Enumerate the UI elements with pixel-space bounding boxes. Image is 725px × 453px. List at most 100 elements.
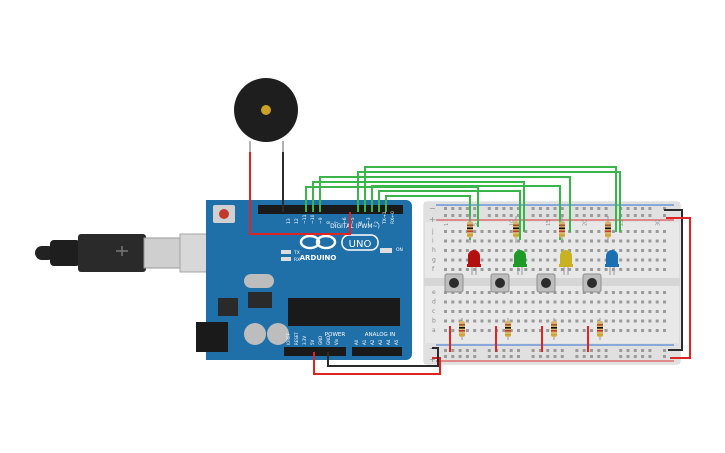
piezo-buzzer[interactable] — [234, 78, 298, 152]
analog-pin-label: A1 — [362, 339, 367, 345]
pushbutton[interactable] — [536, 273, 556, 293]
analog-pin-label: A2 — [370, 339, 375, 345]
wire-gnd-black[interactable] — [327, 347, 439, 367]
power-pin-label: GND — [318, 336, 323, 345]
resistor-led[interactable] — [559, 216, 565, 243]
power-pin-label: 5V — [310, 339, 315, 345]
wire-buzzer-red[interactable] — [249, 152, 351, 235]
wire-green-6[interactable] — [371, 185, 561, 240]
digital-header-label: DIGITAL (PWM~) — [330, 223, 380, 230]
pushbutton[interactable] — [444, 273, 464, 293]
digital-pin-label: ~9 — [318, 217, 324, 224]
power-pin-label: RESET — [294, 332, 299, 345]
wire-green-7[interactable] — [378, 190, 521, 240]
digital-pin-label: 4 — [358, 221, 364, 224]
top-rail-plus: + — [429, 215, 436, 224]
row-letter: c — [432, 308, 435, 315]
tx-led-label: TX — [293, 250, 300, 256]
atmega-chip — [288, 298, 400, 326]
digital-pin-label: 12 — [294, 218, 300, 224]
power-pin-label: Vin — [334, 338, 339, 345]
digital-pin-label: TX→1 — [382, 211, 388, 225]
arduino-logo — [299, 234, 379, 251]
wire-green-3[interactable] — [319, 176, 571, 232]
row-letter: f — [432, 266, 435, 273]
row-letter: d — [432, 299, 436, 306]
wire-green-4[interactable] — [357, 171, 621, 232]
digital-pin-label: 13 — [286, 218, 292, 224]
pushbutton[interactable] — [490, 273, 510, 293]
column-number: 15 — [546, 220, 552, 226]
analog-header-label: ANALOG IN — [365, 332, 396, 338]
column-number: 20 — [583, 220, 589, 226]
row-letter: b — [432, 318, 436, 325]
analog-pin-label: A4 — [386, 339, 391, 345]
resistor-button[interactable] — [505, 318, 511, 340]
power-header-label: POWER — [325, 332, 346, 338]
resistor-button[interactable] — [597, 318, 603, 340]
analog-pin-label: A5 — [394, 339, 399, 345]
board-model-label: UNO — [349, 239, 372, 250]
power-pin-label: GND — [326, 336, 331, 345]
column-number: 30 — [656, 220, 662, 226]
digital-pin-label: RX←0 — [390, 211, 396, 224]
digital-pin-label: ~10 — [310, 214, 316, 224]
wire-rail-vcc[interactable] — [666, 217, 691, 359]
analog-pin-label: A0 — [354, 339, 359, 345]
reset-button-cap[interactable] — [219, 209, 229, 219]
analog-header — [352, 347, 402, 356]
bottom-rail-plus: + — [429, 355, 436, 364]
column-number: 10 — [510, 220, 516, 226]
resistor-led[interactable] — [605, 216, 611, 243]
analog-pin-label: A3 — [378, 339, 383, 345]
top-rail-minus: − — [429, 204, 436, 213]
resistor-led[interactable] — [513, 216, 519, 243]
pushbuttons — [444, 273, 602, 293]
resistor-button[interactable] — [551, 318, 557, 340]
column-number: 25 — [619, 220, 625, 226]
column-number: 1 — [444, 223, 450, 226]
rx-led-label: RX — [294, 257, 300, 263]
column-number: 5 — [473, 223, 479, 226]
wire-green-5[interactable] — [364, 166, 617, 232]
power-pin-label: 3.3V — [302, 336, 307, 345]
wire-green-2[interactable] — [312, 181, 525, 232]
led-red[interactable] — [467, 250, 481, 275]
power-pin-label: IOREF — [286, 332, 291, 345]
led-green[interactable] — [513, 250, 527, 275]
digital-pin-label: ~11 — [302, 214, 308, 224]
digital-pin-label: ~5 — [350, 217, 356, 224]
leds — [467, 250, 619, 275]
digital-header — [258, 205, 403, 214]
digital-pin-label: ~6 — [342, 217, 348, 224]
row-letter: h — [432, 247, 436, 254]
arduino-uno-board[interactable]: UNO ARDUINO DIGITAL (PWM~) POWER ANALOG … — [196, 200, 412, 360]
resistor-button[interactable] — [459, 318, 465, 340]
led-blue[interactable] — [605, 250, 619, 275]
digital-pin-label: 8 — [326, 221, 332, 224]
wire-rail-gnd[interactable] — [664, 209, 683, 351]
digital-pin-label: 7 — [334, 221, 340, 224]
row-letter: g — [432, 257, 436, 264]
resistor-led[interactable] — [467, 216, 473, 243]
row-letter: j — [431, 228, 434, 235]
digital-pin-label: 2 — [374, 221, 380, 224]
row-letter: i — [432, 238, 434, 245]
resistors — [459, 216, 611, 340]
pushbutton[interactable] — [582, 273, 602, 293]
digital-pin-label: ~3 — [366, 217, 372, 224]
power-header — [284, 347, 346, 356]
led-yellow[interactable] — [559, 250, 573, 275]
row-letter: a — [432, 327, 436, 334]
on-led-label: ON — [396, 247, 403, 253]
row-letter: e — [432, 289, 436, 296]
board-brand-label: ARDUINO — [300, 254, 337, 262]
wires — [249, 152, 691, 375]
